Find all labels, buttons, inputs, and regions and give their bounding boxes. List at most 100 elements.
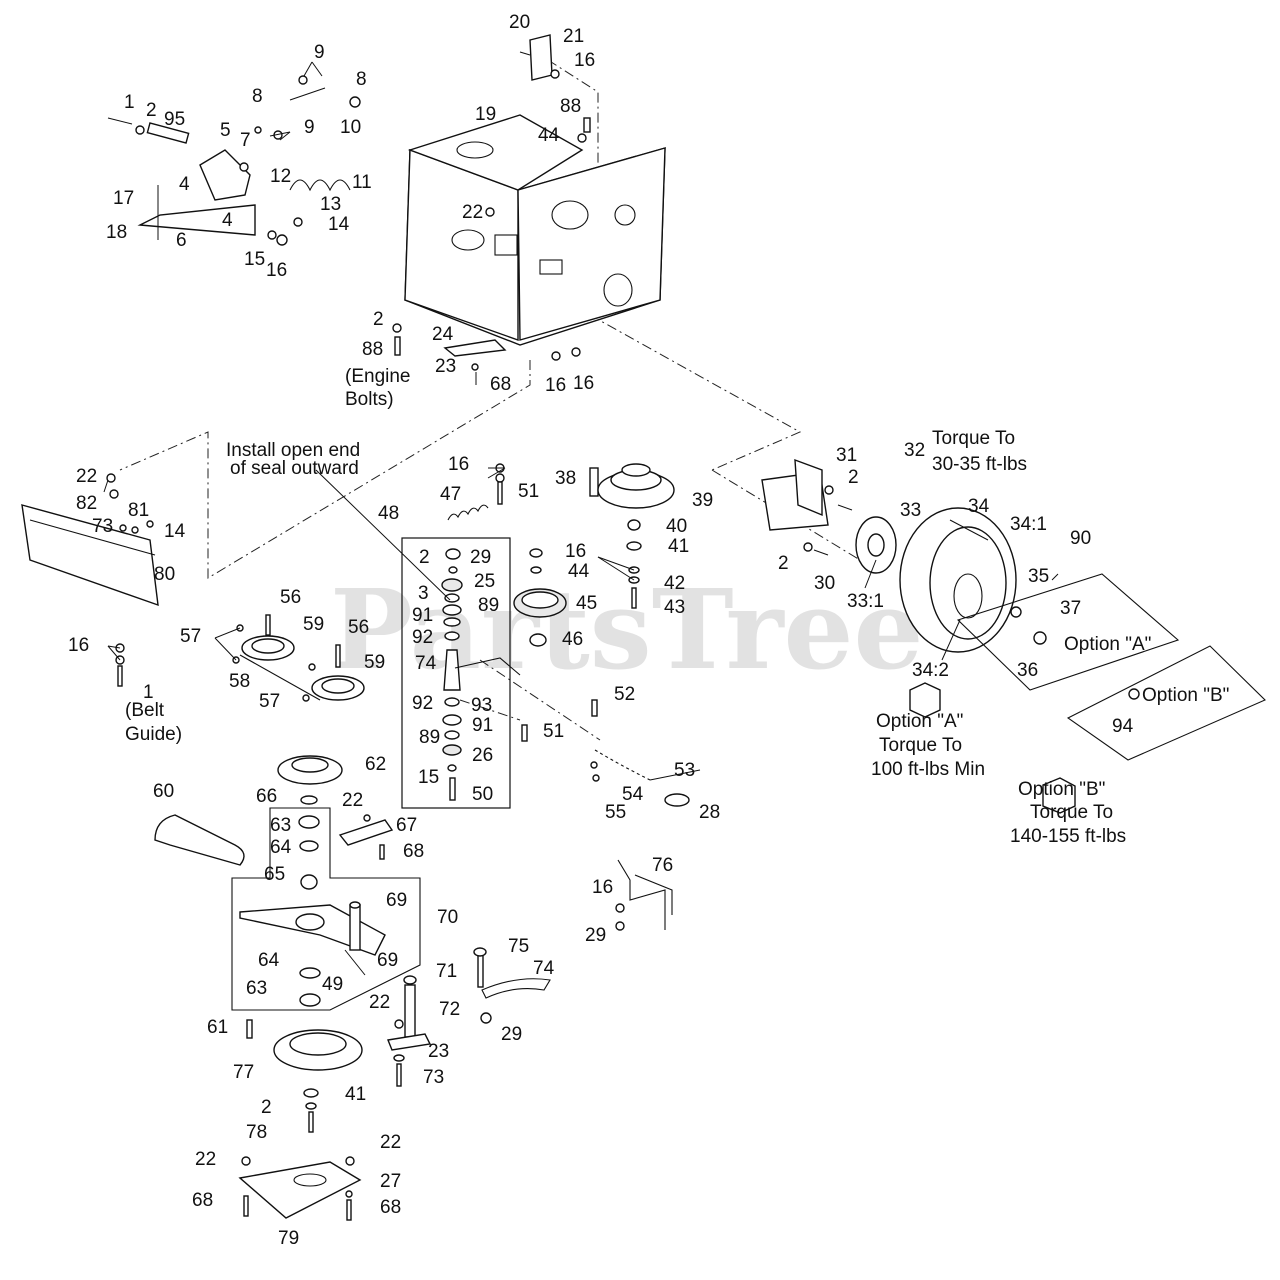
callout: 70 <box>437 907 458 928</box>
callout: 24 <box>432 324 454 345</box>
note-torque-32-line1: Torque To <box>932 428 1015 449</box>
callout: 48 <box>378 503 399 524</box>
callout: 41 <box>668 536 689 557</box>
callout: 16 <box>448 454 469 475</box>
callout: 39 <box>692 490 713 511</box>
callout: 71 <box>436 961 457 982</box>
watermark: PartsTree <box>330 565 924 694</box>
callout: 23 <box>428 1041 449 1062</box>
callout: 69 <box>377 950 398 971</box>
callout: 40 <box>666 516 687 537</box>
callout: 22 <box>369 992 390 1013</box>
callout: 44 <box>538 125 560 146</box>
callout: 69 <box>386 890 407 911</box>
callout: 53 <box>674 760 695 781</box>
callout: 75 <box>508 936 529 957</box>
callout: 57 <box>259 691 280 712</box>
callout: 89 <box>478 595 499 616</box>
note-belt-guide-line1: (Belt <box>125 700 165 721</box>
note-option-b-94: Option "B" <box>1142 685 1229 706</box>
callout: 33:1 <box>847 591 884 612</box>
callout: 14 <box>328 214 350 235</box>
lower-drive-assembly <box>154 755 432 1133</box>
callout: 91 <box>412 605 433 626</box>
callout: 72 <box>439 999 460 1020</box>
note-seal-line2: of seal outward <box>230 458 359 479</box>
callout: 32 <box>904 440 925 461</box>
callout: 26 <box>472 745 493 766</box>
note-option-a-line3: 100 ft-lbs Min <box>871 759 985 780</box>
callout: 50 <box>472 784 493 805</box>
note-option-b-line2: Torque To <box>1030 802 1113 823</box>
callout: 52 <box>614 684 635 705</box>
callout: 37 <box>1060 598 1081 619</box>
callout: 22 <box>76 466 97 487</box>
leader-lines <box>103 61 989 976</box>
drive-pulley-39-parts <box>589 463 675 609</box>
callout: 41 <box>345 1084 366 1105</box>
callout: 28 <box>699 802 720 823</box>
callout: 35 <box>1028 566 1049 587</box>
callout: 46 <box>562 629 583 650</box>
wheel-assembly <box>761 458 1266 814</box>
callout: 22 <box>462 202 483 223</box>
callout: 22 <box>195 1149 216 1170</box>
callout: 94 <box>1112 716 1134 737</box>
callout: 55 <box>605 802 626 823</box>
note-engine-bolts-line2: Bolts) <box>345 389 394 410</box>
note-option-b-line1: Option "B" <box>1018 779 1105 800</box>
callout: 21 <box>563 26 584 47</box>
callout: 82 <box>76 493 97 514</box>
callout: 5 <box>220 120 231 141</box>
callout: 1 <box>124 92 135 113</box>
callout: 65 <box>264 864 285 885</box>
callout: 73 <box>92 516 113 537</box>
callout: 19 <box>475 104 496 125</box>
callout: 68 <box>380 1197 401 1218</box>
callout: 44 <box>568 561 590 582</box>
callout: 66 <box>256 786 277 807</box>
callout: 16 <box>592 877 613 898</box>
callout: 81 <box>128 500 149 521</box>
callout: 51 <box>543 721 564 742</box>
callout: 17 <box>113 188 134 209</box>
callout: 25 <box>474 571 495 592</box>
callout: 2 <box>848 467 859 488</box>
callout: 7 <box>240 130 251 151</box>
callout: 16 <box>573 373 594 394</box>
callout: 22 <box>342 790 363 811</box>
callout: 77 <box>233 1062 254 1083</box>
callout: 18 <box>106 222 127 243</box>
callout: 95 <box>164 109 185 130</box>
callout: 64 <box>270 837 292 858</box>
callout: 9 <box>304 117 315 138</box>
callout: 34:2 <box>912 660 949 681</box>
callout: 30 <box>814 573 835 594</box>
callout: 80 <box>154 564 175 585</box>
callout: 68 <box>192 1190 213 1211</box>
callout: 2 <box>261 1097 272 1118</box>
callout: 58 <box>229 671 250 692</box>
callout: 16 <box>545 375 566 396</box>
callout: 63 <box>270 815 291 836</box>
callout: 2 <box>373 309 384 330</box>
callout: 92 <box>412 627 433 648</box>
callout: 31 <box>836 445 857 466</box>
callout: 13 <box>320 194 341 215</box>
callout: 2 <box>146 100 157 121</box>
callout: 16 <box>68 635 89 656</box>
callout: 42 <box>664 573 685 594</box>
frame-assembly <box>404 114 666 346</box>
callout: 8 <box>356 69 367 90</box>
callout: 2 <box>778 553 789 574</box>
note-engine-bolts-line1: (Engine <box>345 366 411 387</box>
callout: 14 <box>164 521 186 542</box>
callout: 22 <box>380 1132 401 1153</box>
callout: 60 <box>153 781 174 802</box>
callout: 6 <box>176 230 187 251</box>
bottom-plate-79 <box>238 1156 362 1221</box>
callout: 74 <box>533 958 555 979</box>
callout: 73 <box>423 1067 444 1088</box>
callout: 90 <box>1070 528 1091 549</box>
